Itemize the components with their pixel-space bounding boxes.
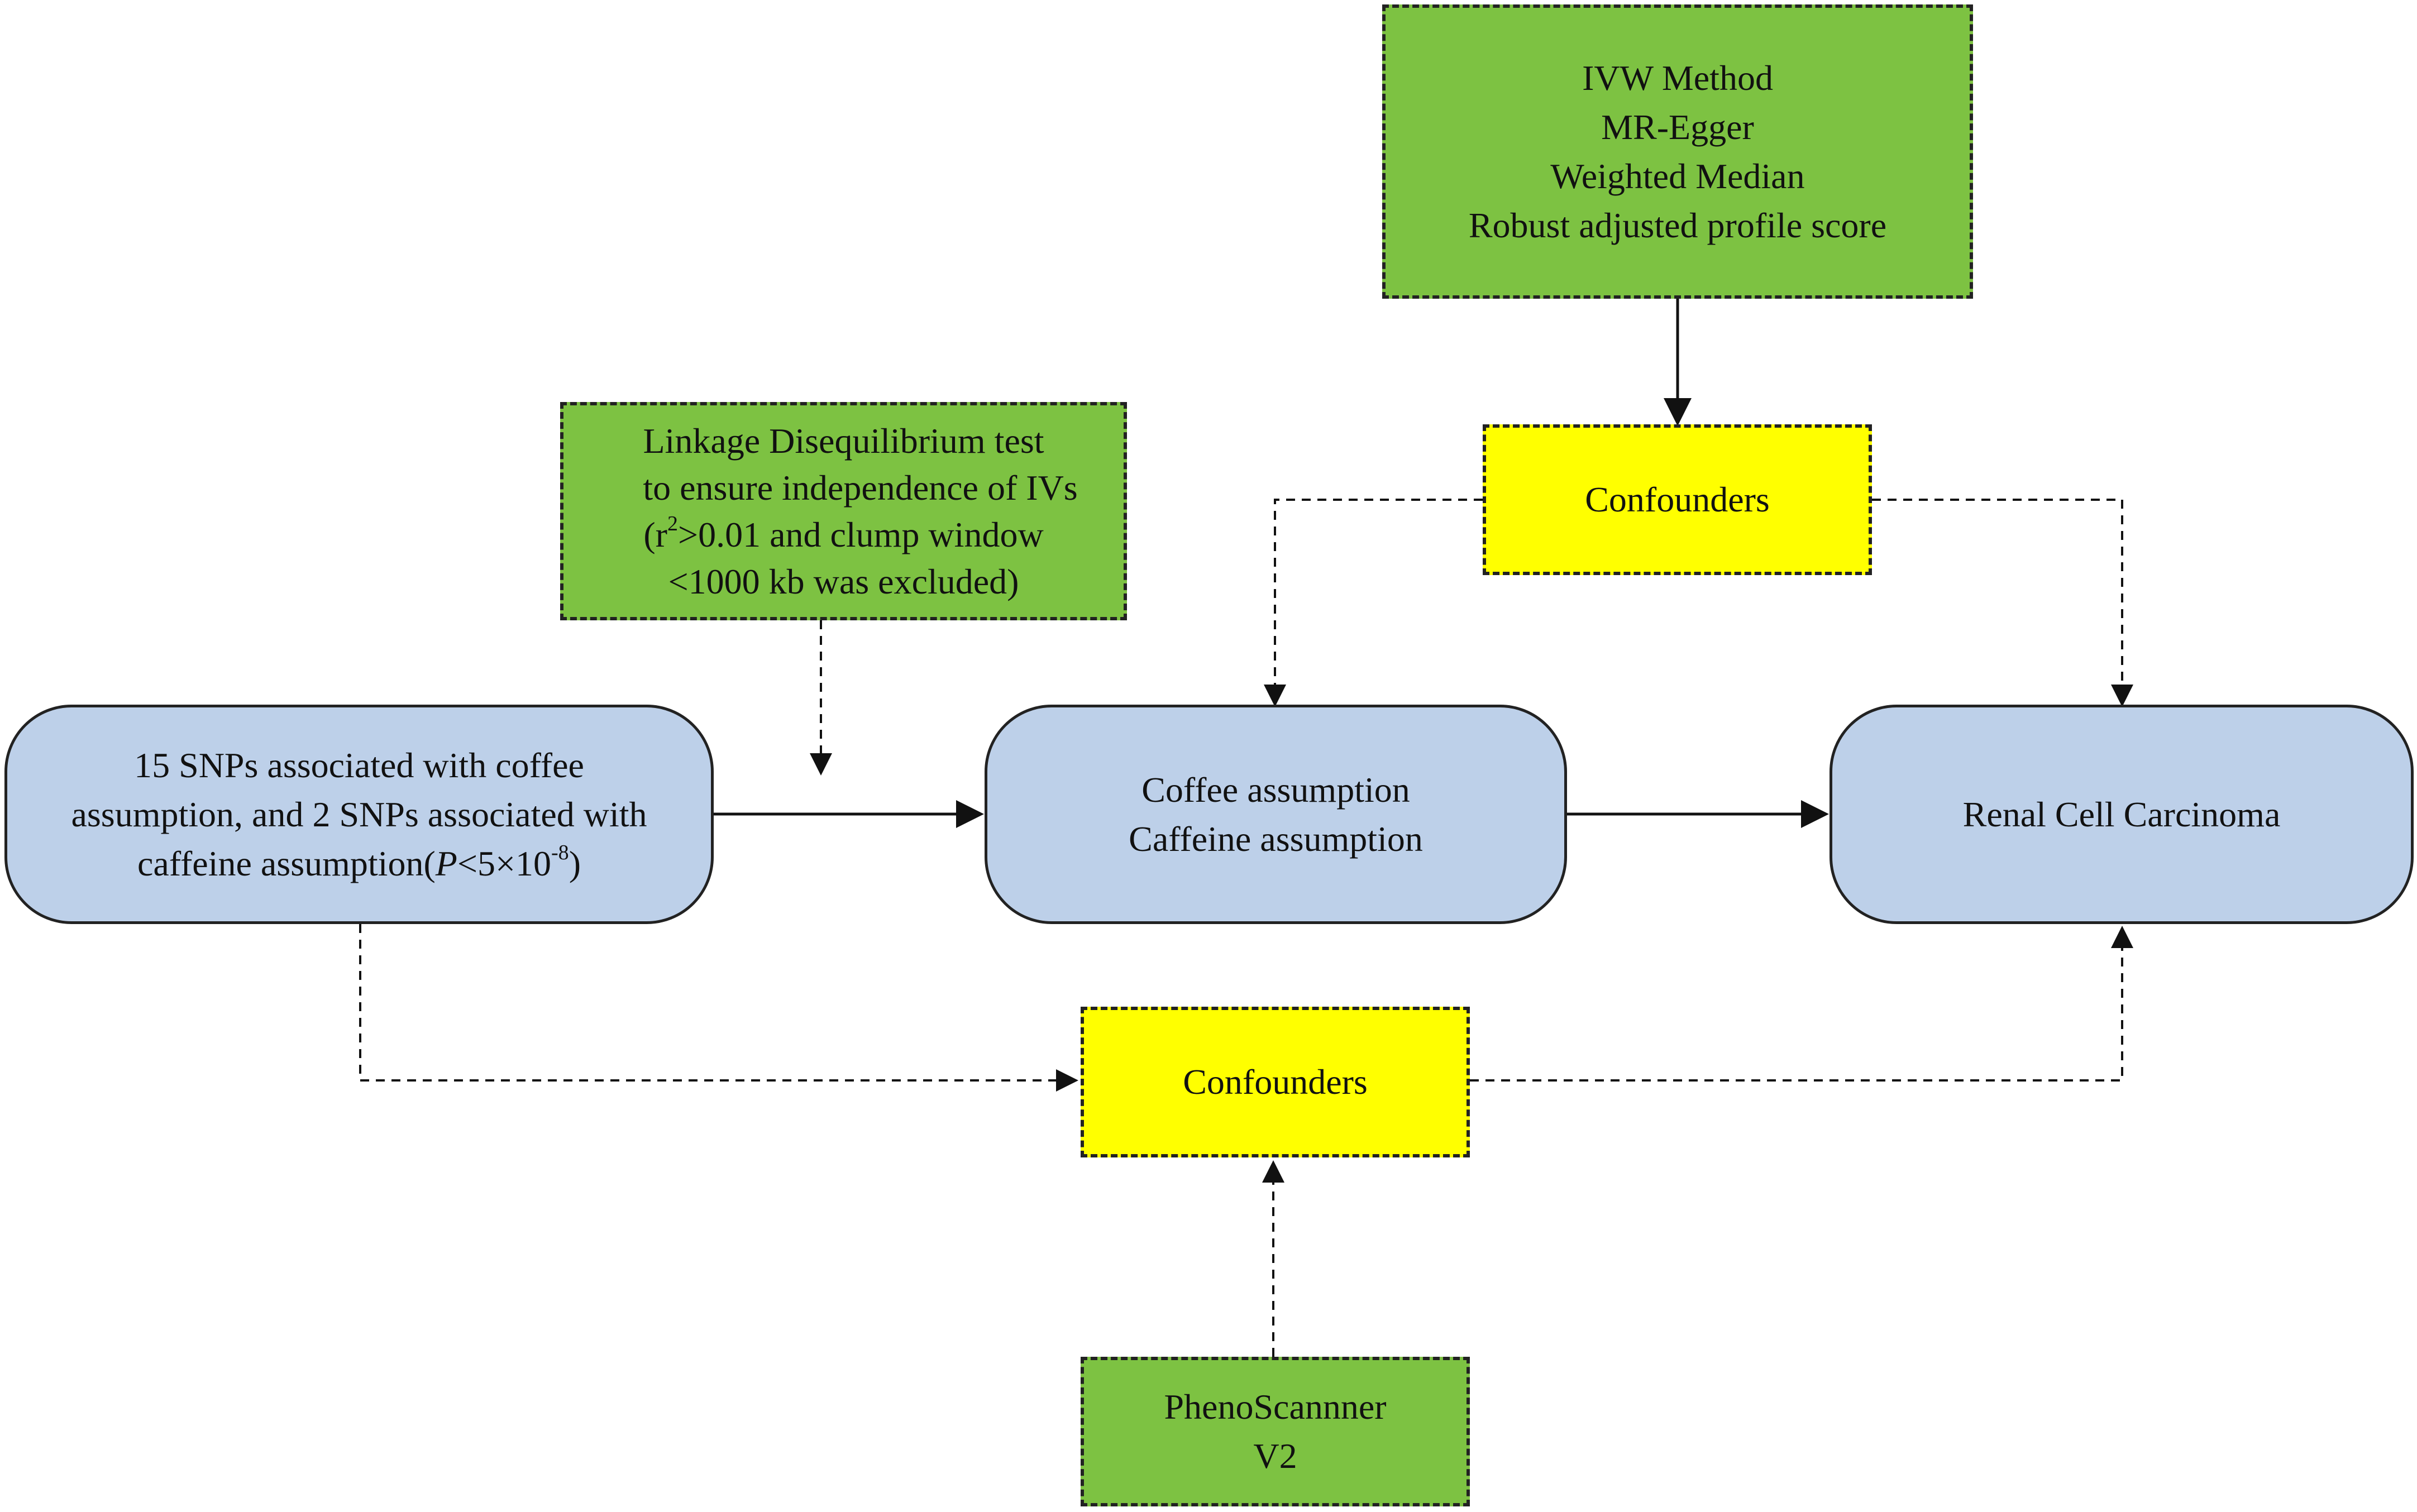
snps-line-3-prefix: caffeine assumption( [137,843,436,883]
confounders-top-label: Confounders [1585,480,1770,519]
ld-test-line-2-text: to ensure independence of IVs [643,467,1078,508]
ld-test-line-3-prefix: (r [643,514,667,554]
method-mr-egger: MR-Egger [1601,107,1754,147]
snps-line-3-end: ) [569,843,581,883]
method-ivw: IVW Method [1582,58,1773,98]
phenoscanner-line-2: V2 [1253,1436,1297,1476]
phenoscanner-line-1: PhenoScannner [1164,1387,1387,1427]
arrow-confounders-bottom-to-outcome [1470,926,2133,1082]
confounders-top-box: Confounders [1483,424,1872,575]
ld-test-line-3-rest: >0.01 and clump window [677,514,1044,554]
snps-line-1: 15 SNPs associated with coffee [134,745,584,785]
snps-box: 15 SNPs associated with coffee assumptio… [4,705,714,924]
snps-threshold-exponent: -8 [551,841,569,865]
snps-line-2: assumption, and 2 SNPs associated with [71,794,647,834]
arrow-confounders-top-to-exposure [1264,499,1483,707]
exposure-coffee: Coffee assumption [1141,769,1410,810]
snps-p-symbol: P [435,843,457,883]
outcome-box: Renal Cell Carcinoma [1830,705,2414,924]
ld-test-r-squared-sup: 2 [667,512,678,536]
snps-line-3: caffeine assumption(P<5×10-8) [137,839,581,888]
exposure-box: Coffee assumption Caffeine assumption [985,705,1567,924]
phenoscanner-box: PhenoScannner V2 [1081,1357,1470,1506]
ld-test-line-3: (r2>0.01 and clump window [643,511,1043,558]
ld-test-line-1: Linkage Disequilibrium test [643,420,1044,461]
confounders-bottom-label: Confounders [1183,1062,1368,1102]
ld-test-line-2: to ensure independence of IVs [609,465,1077,511]
arrow-confounders-top-to-outcome [1872,499,2133,707]
ld-test-box: Linkage Disequilibrium test to ensure in… [560,402,1127,620]
arrow-snps-to-confounders-bottom [359,924,1078,1092]
mr-methods-box: IVW Method MR-Egger Weighted Median Robu… [1382,4,1973,299]
ld-test-line-4: <1000 kb was excluded) [668,561,1019,601]
outcome-label: Renal Cell Carcinoma [1962,794,2281,834]
confounders-bottom-box: Confounders [1081,1007,1470,1157]
exposure-caffeine: Caffeine assumption [1129,819,1423,859]
method-raps: Robust adjusted profile score [1468,205,1887,245]
snps-threshold: <5×10 [457,843,552,883]
method-weighted-median: Weighted Median [1550,156,1805,196]
